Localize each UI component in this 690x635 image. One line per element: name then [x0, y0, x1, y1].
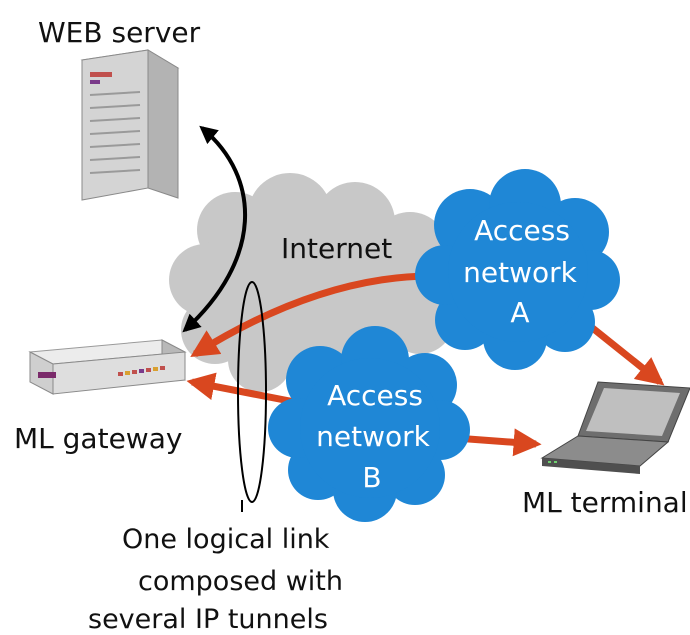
access-network-a-cloud-icon: [415, 169, 620, 370]
web-server-label: WEB server: [38, 16, 201, 49]
ml-terminal-label: ML terminal: [522, 486, 688, 519]
access-network-a-label-2: network: [463, 256, 577, 289]
ml-gateway-label: ML gateway: [14, 422, 182, 455]
internet-cloud-icon: [169, 173, 454, 392]
ml-terminal-icon: [540, 381, 690, 474]
caption-line-2: composed with: [138, 566, 343, 597]
access-network-b-cloud-icon: [268, 326, 470, 522]
access-network-a-label-1: Access: [474, 214, 570, 247]
caption-line-1: One logical link: [122, 524, 330, 555]
web-traffic-arrow: [182, 125, 248, 333]
tunnel-arrow-a-to-gateway: [190, 272, 433, 357]
access-network-b-label-3: B: [362, 461, 381, 494]
access-network-b-label-1: Access: [327, 379, 423, 412]
access-network-b-label-2: network: [316, 420, 430, 453]
ml-gateway-icon: [28, 339, 187, 395]
web-server-icon: [80, 49, 180, 201]
access-network-a-label-3: A: [510, 296, 529, 329]
internet-label: Internet: [281, 232, 392, 265]
tunnel-arrow-gateway-to-b: [186, 372, 301, 407]
caption-line-3: several IP tunnels: [88, 604, 328, 635]
logical-link-ellipse: [237, 281, 267, 503]
